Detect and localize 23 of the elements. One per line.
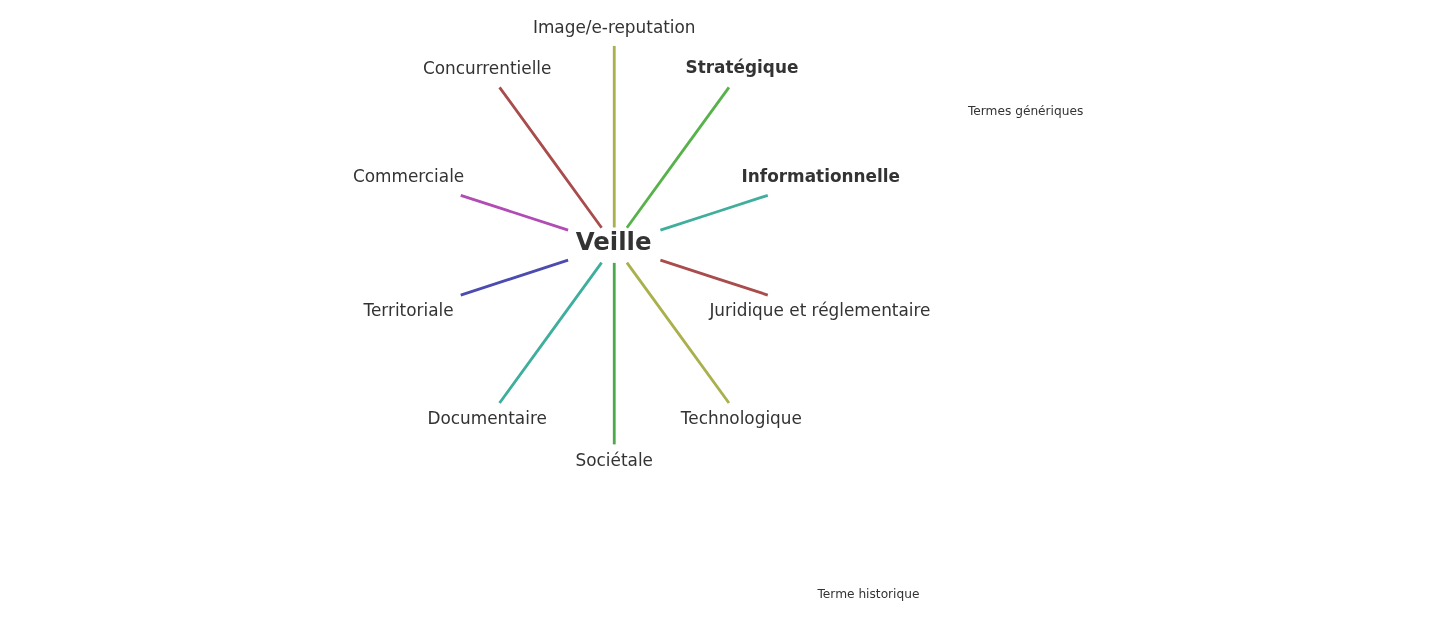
label: Termes génériques: [967, 103, 1083, 118]
connector: [459, 193, 569, 232]
node-text: Commerciale: [352, 166, 464, 187]
node-text: Territoriale: [363, 300, 454, 321]
node-text: Informationnelle: [741, 165, 900, 186]
connector: [612, 262, 616, 445]
connector: [459, 258, 569, 297]
node-text: Concurrentielle: [422, 58, 551, 79]
node-text: Stratégique: [685, 57, 798, 78]
label: Terme historique: [817, 587, 919, 602]
connector: [497, 86, 603, 229]
node-text: Veille: [575, 227, 651, 257]
node-text: Image/e-reputation: [532, 17, 696, 38]
connector: [625, 261, 730, 404]
connector: [659, 193, 768, 232]
node-text: Juridique et réglementaire: [708, 300, 930, 321]
connector: [612, 45, 616, 228]
node-text: Documentaire: [426, 408, 547, 429]
node-text: Technologique: [680, 408, 802, 429]
node-text: Sociétale: [575, 449, 653, 470]
connector: [625, 86, 730, 229]
connector: [497, 261, 603, 404]
connector: [659, 258, 768, 297]
